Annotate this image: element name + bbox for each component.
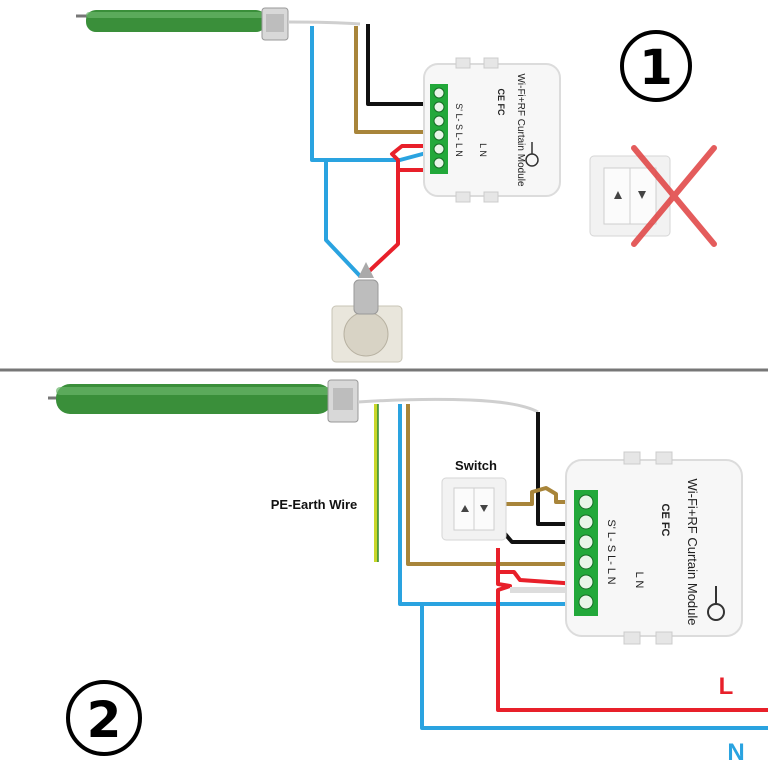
wires-panel-2 [374, 404, 768, 730]
module-1-lower-terminals: L N [478, 143, 488, 157]
earth-wire-label: PE-Earth Wire [271, 497, 358, 512]
wall-socket [331, 262, 403, 363]
panel-1: Wi-Fi+RF Curtain Module S' L- S L- L N L… [76, 7, 717, 363]
module-2-cert: CE FC [659, 504, 671, 537]
module-2-title: Wi-Fi+RF Curtain Module [685, 478, 700, 625]
switch-label: Switch [455, 458, 497, 473]
neutral-label: N [727, 739, 744, 766]
module-1-terminals: S' L- S L- L N [454, 103, 464, 156]
curtain-module-2: Wi-Fi+RF Curtain Module S' L- S L- L N L… [565, 451, 743, 645]
step-badge-1: 1 [620, 30, 692, 102]
module-1-cert: CE FC [496, 89, 506, 117]
panel-2: Switch PE-Earth Wire Wi-Fi+RF Curtain Mo… [48, 379, 768, 766]
module-2-hole-icon [707, 586, 725, 621]
module-1-title: Wi-Fi+RF Curtain Module [515, 73, 526, 187]
step-badge-2: 2 [66, 680, 142, 756]
wall-switch [441, 477, 507, 541]
module-2-terminals: S' L- S L- L N [605, 519, 617, 584]
svg-text:1: 1 [639, 40, 672, 96]
line-label: L [719, 673, 734, 700]
wires-panel-1 [310, 24, 431, 278]
curtain-module-1: Wi-Fi+RF Curtain Module S' L- S L- L N L… [423, 57, 561, 203]
wall-switch-crossed [589, 145, 717, 247]
module-2-lower-terminals: L N [633, 572, 645, 589]
module-1-hole-icon [525, 142, 539, 167]
svg-text:2: 2 [87, 691, 122, 749]
tubular-motor-2 [48, 379, 539, 423]
cross-out-icon [631, 145, 717, 247]
tubular-motor-1 [76, 7, 361, 41]
